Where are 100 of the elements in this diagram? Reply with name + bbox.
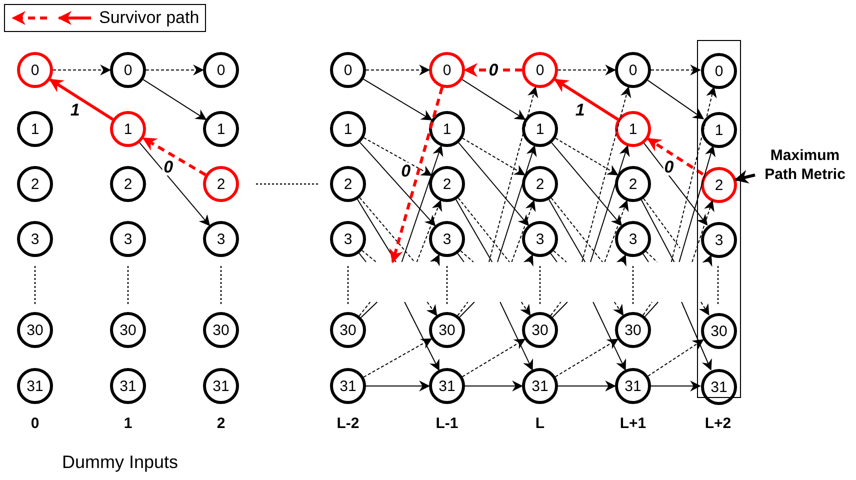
state-circle: 3 (330, 221, 366, 257)
trellis-line (457, 253, 464, 262)
state-circle: 30 (330, 312, 366, 348)
arrow (430, 254, 440, 266)
state-circle: 3 (203, 221, 239, 257)
state-circle: 1 (203, 111, 239, 147)
state-circle: 2 (429, 166, 465, 202)
trellis-line (553, 250, 567, 262)
state-circle: 31 (522, 368, 558, 404)
trellis-line (359, 197, 416, 262)
state-circle: 0 (615, 52, 651, 88)
arrow (678, 145, 716, 262)
trellis-line (642, 253, 649, 262)
arrow (360, 142, 436, 226)
state-circle: 1 (615, 111, 651, 147)
state-circle: 31 (615, 368, 651, 404)
arrow (52, 64, 112, 76)
state-circle: 30 (429, 312, 465, 348)
state-circle: 0 (203, 52, 239, 88)
trellis-line (457, 302, 468, 316)
state-circle: 3 (522, 221, 558, 257)
arrow (488, 86, 538, 262)
trellis-line (548, 199, 586, 262)
arrow (555, 138, 618, 176)
arrow (590, 145, 630, 262)
state-circle: 31 (203, 368, 239, 404)
state-circle: 31 (17, 368, 53, 404)
state-circle: 30 (17, 312, 53, 348)
arrow (142, 79, 207, 120)
trellis-line (644, 302, 659, 318)
arrow (401, 144, 444, 262)
edge-label: 1 (69, 101, 81, 118)
trellis-line (459, 302, 475, 318)
state-circle: 30 (522, 312, 558, 348)
arrow (558, 64, 616, 76)
column-label: L+2 (704, 415, 732, 432)
arrow (139, 142, 210, 226)
arrow (462, 338, 526, 378)
state-circle: 31 (330, 368, 366, 404)
arrow (644, 142, 708, 226)
arrow (146, 64, 204, 76)
trellis-line (642, 302, 652, 316)
trellis-line (358, 302, 371, 316)
arrow (363, 338, 432, 378)
trellis-line (646, 250, 658, 262)
annotation-text: Maximum Path Metric (755, 146, 855, 184)
arrow (558, 380, 616, 392)
state-circle: 1 (330, 111, 366, 147)
state-circle: 31 (429, 368, 465, 404)
state-circle: 2 (701, 167, 737, 203)
survivor-path-arrow (464, 63, 522, 77)
state-circle: 3 (701, 222, 737, 258)
column-label: L-1 (436, 415, 458, 432)
arrow (426, 302, 438, 316)
state-circle: 1 (522, 111, 558, 147)
state-circle: 0 (110, 52, 146, 88)
arrow (554, 338, 619, 378)
edge-label: 1 (574, 101, 586, 118)
trellis-line (456, 199, 493, 262)
trellis-line (550, 198, 603, 262)
arrow (616, 254, 626, 267)
state-circle: 1 (17, 111, 53, 147)
arrow (366, 380, 430, 392)
state-circle: 0 (17, 52, 53, 88)
column-label: 2 (216, 415, 226, 432)
arrow (582, 86, 632, 262)
arrow (670, 86, 717, 262)
axis-caption: Dummy Inputs (62, 452, 178, 473)
trellis-line (458, 198, 510, 262)
trellis-line (550, 253, 558, 262)
state-circle: 30 (110, 312, 146, 348)
arrow (511, 200, 536, 262)
state-circle: 0 (701, 53, 737, 89)
trellis-line (640, 199, 675, 262)
state-circle: 30 (203, 312, 239, 348)
survivor-path-arrow (389, 86, 444, 264)
arrow (404, 302, 440, 371)
arrow (650, 64, 702, 76)
trellis-line (360, 302, 378, 318)
arrow (363, 137, 432, 176)
arrow (462, 79, 526, 120)
state-circle: 2 (330, 166, 366, 202)
state-circle: 1 (429, 111, 465, 147)
arrow (458, 142, 530, 226)
column-label: L+1 (620, 415, 646, 432)
arrow (681, 302, 712, 370)
state-circle: 3 (615, 221, 651, 257)
arrow (648, 339, 704, 377)
trellis-line (356, 198, 396, 262)
survivor-path-arrow (554, 78, 619, 121)
arrow (698, 302, 710, 316)
state-circle: 30 (615, 312, 651, 348)
arrow (366, 64, 430, 76)
trellis-line (552, 302, 568, 318)
arrow (692, 200, 714, 262)
arrow (551, 142, 622, 226)
state-circle: 1 (110, 111, 146, 147)
edge-label: 0 (162, 158, 174, 176)
arrow (650, 380, 702, 392)
trellis-line (550, 302, 562, 316)
